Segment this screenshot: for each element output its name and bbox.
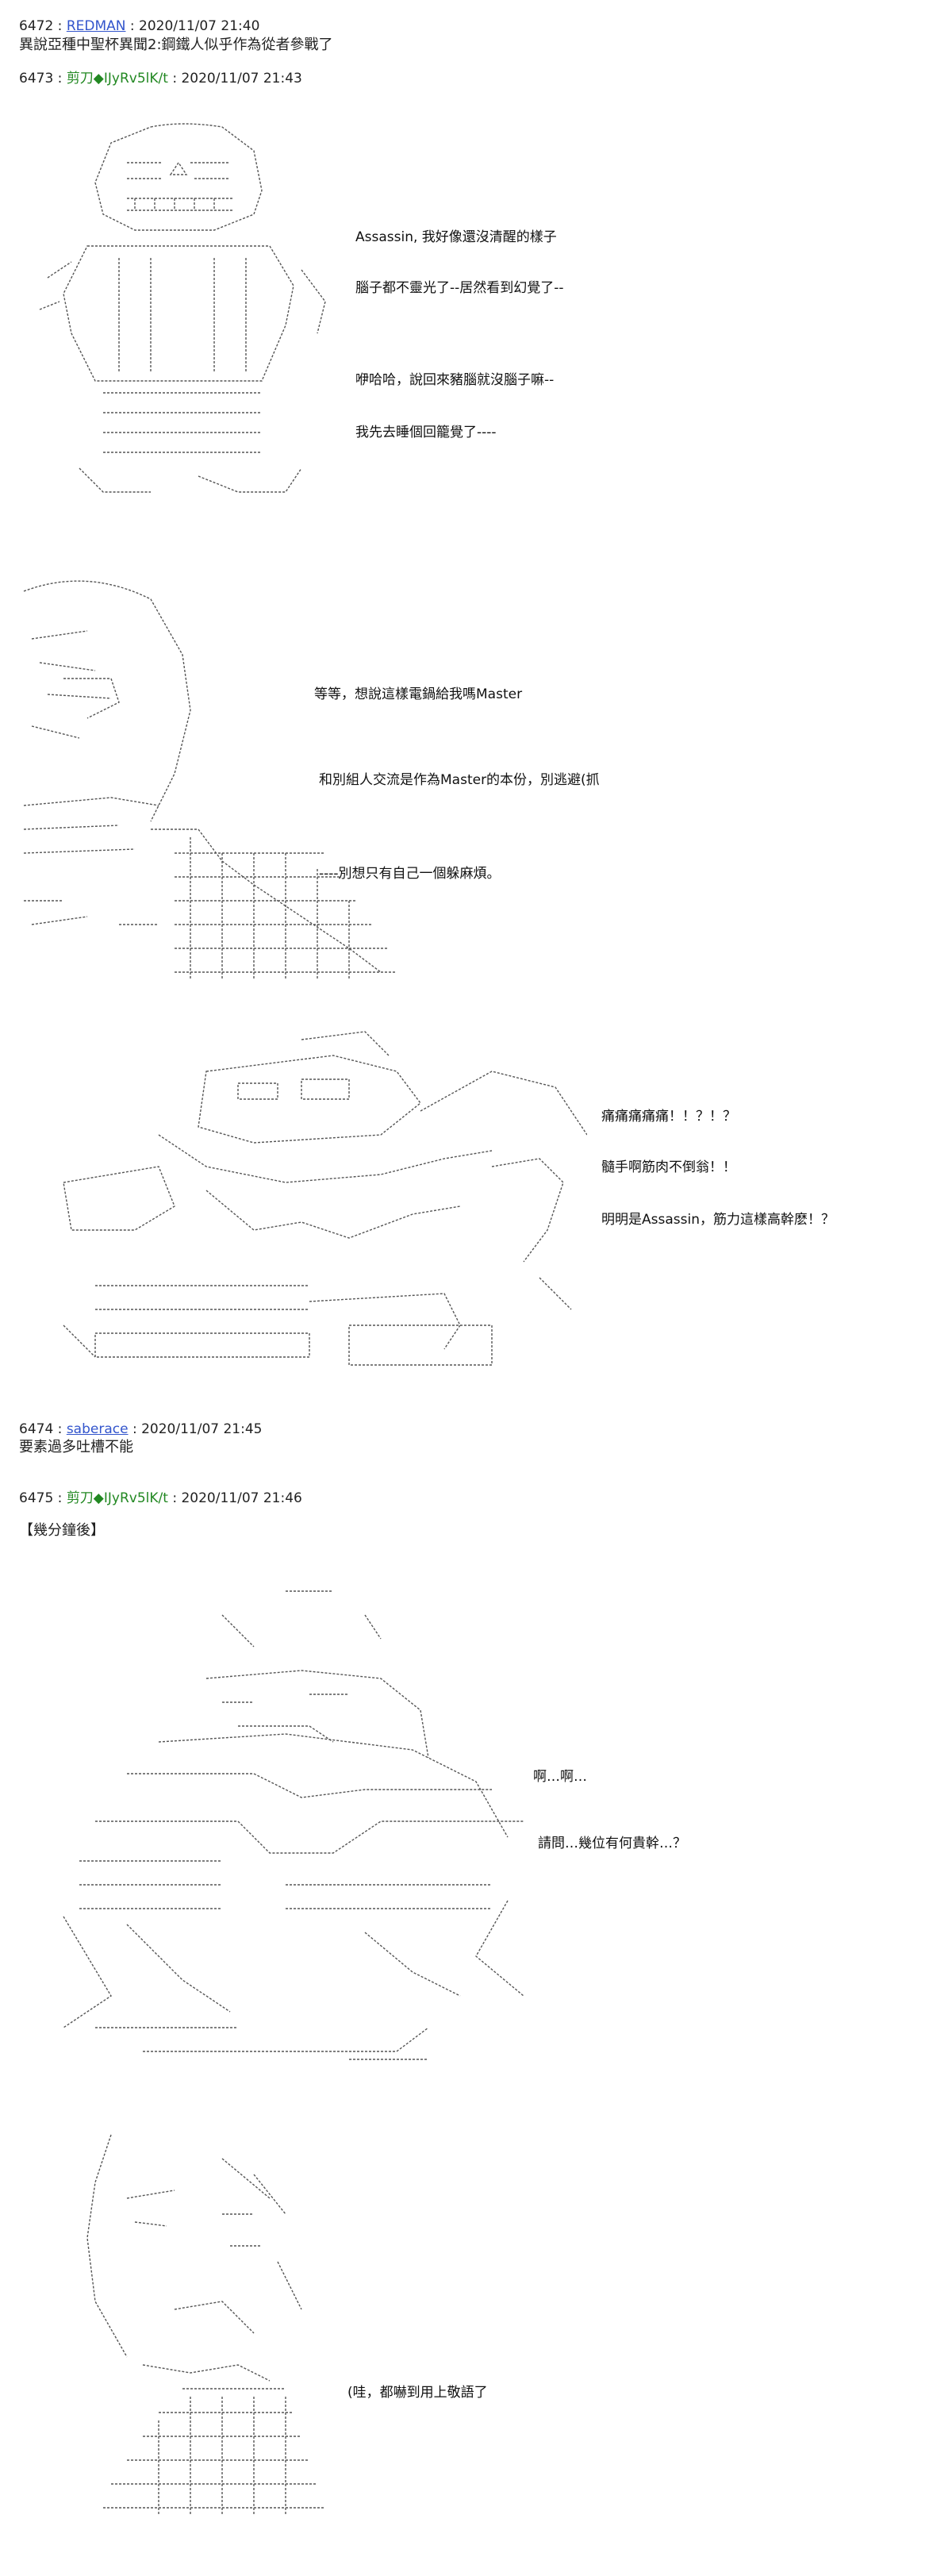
dialogue-line: 腦子都不靈光了--居然看到幻覺了-- <box>355 280 564 296</box>
ascii-art-sweating-figure <box>63 2127 333 2524</box>
dialogue-line: ----別想只有自己一個躲麻煩。 <box>319 866 501 882</box>
post-header-6473: 6473 : 剪刀◆IJyRv5lK/t : 2020/11/07 21:43 <box>19 71 302 87</box>
ascii-art-hooded-figure <box>16 567 413 988</box>
dialogue-line: 明明是Assassin，筋力這樣高幹麽！？ <box>601 1212 835 1228</box>
post-body-6472: 異說亞種中聖杯異聞2:鋼鐵人似乎作為從者參戰了 <box>19 37 333 53</box>
poster-name-link[interactable]: REDMAN <box>66 18 126 34</box>
post-time: : 2020/11/07 21:43 <box>167 71 302 87</box>
dialogue-line: 請問…幾位有何貴幹…？ <box>538 1836 686 1851</box>
ascii-art-image <box>63 1031 587 1366</box>
ascii-art-image <box>86 2134 325 2516</box>
dialogue-line: 髓手啊筋肉不倒翁！！ <box>601 1159 736 1175</box>
dialogue-line: 和別組人交流是作為Master的本份，別逃避(抓 <box>319 772 600 788</box>
poster-name-link[interactable]: saberace <box>66 1421 129 1437</box>
post-number: 6474 <box>19 1421 54 1437</box>
ascii-art-image <box>39 123 326 493</box>
post-number: 6473 <box>19 71 54 87</box>
post-body-6475: 【幾分鐘後】 <box>19 1522 105 1539</box>
ascii-art-image <box>63 1590 524 2060</box>
post-body-6474: 要素過多吐槽不能 <box>19 1439 133 1455</box>
poster-name: 剪刀◆IJyRv5lK/t <box>66 1490 168 1506</box>
dialogue-line: 啊…啊… <box>533 1769 587 1785</box>
dialogue-line: 我先去睡個回籠覺了---- <box>355 425 497 440</box>
dialogue-line: (哇，都嚇到用上敬語了 <box>347 2385 488 2401</box>
post-header-6475: 6475 : 剪刀◆IJyRv5lK/t : 2020/11/07 21:46 <box>19 1490 302 1506</box>
post-time: : 2020/11/07 21:45 <box>128 1421 263 1437</box>
post-number: 6472 <box>19 18 54 34</box>
post-header-6474: 6474 : saberace : 2020/11/07 21:45 <box>19 1421 263 1437</box>
ascii-art-skeleton <box>16 119 333 516</box>
ascii-art-armored-brawl <box>48 1024 587 1381</box>
post-time: : 2020/11/07 21:46 <box>167 1490 302 1506</box>
post-header-6472: 6472 : REDMAN : 2020/11/07 21:40 <box>19 18 260 34</box>
post-time: : 2020/11/07 21:40 <box>125 18 260 34</box>
ascii-art-image <box>23 580 397 980</box>
dialogue-line: Assassin, 我好像還沒清醒的樣子 <box>355 229 557 245</box>
dialogue-line: 咿哈哈，說回來豬腦就沒腦子嘛-- <box>355 372 555 388</box>
post-number: 6475 <box>19 1490 54 1506</box>
dialogue-line: 等等，想說這樣電鍋給我嗎Master <box>314 686 523 702</box>
dialogue-line: 痛痛痛痛痛！！？！？ <box>601 1109 736 1125</box>
ascii-art-cowering-figure <box>48 1583 524 2091</box>
poster-name: 剪刀◆IJyRv5lK/t <box>66 71 168 87</box>
